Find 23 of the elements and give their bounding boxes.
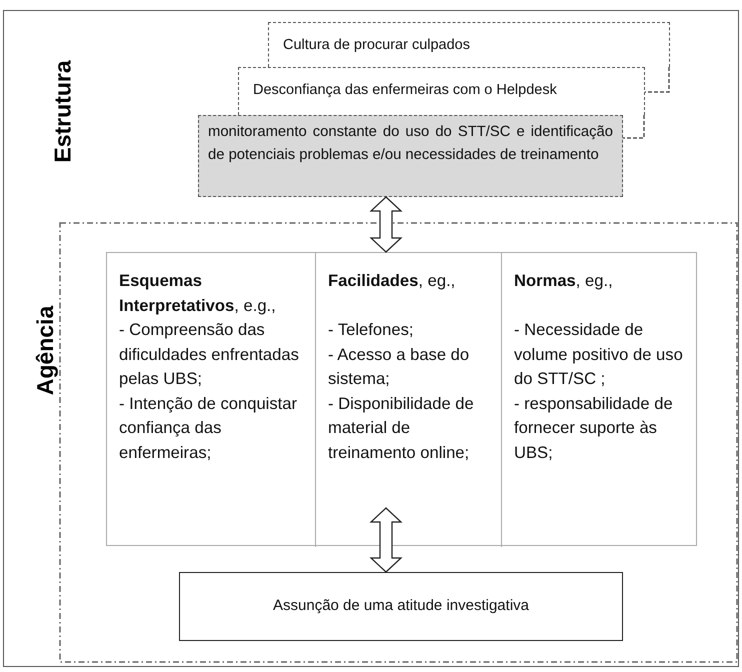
- shaded-box: [198, 115, 623, 197]
- section-label: Estrutura: [50, 60, 77, 163]
- double-arrow: [369, 507, 403, 573]
- box-text: Assunção de uma atitude investigativa: [272, 596, 530, 616]
- list-item: - responsabilidade de fornecer suporte às UBS;: [514, 392, 674, 464]
- list-item: - Telefones;: [328, 319, 414, 341]
- dashed-box: [238, 67, 645, 115]
- list-item: - Intenção de conquistar confiança das enfermeiras;: [119, 392, 298, 464]
- double-arrow: [369, 196, 403, 253]
- outcome-box: [179, 572, 623, 641]
- list-item: - Acesso a base do sistema;: [328, 344, 470, 390]
- table-box: [106, 252, 697, 546]
- column-heading: Facilidades, eg.,: [328, 270, 456, 292]
- box-text: Cultura de procurar culpados: [283, 37, 471, 53]
- box-text: Desconfiança das enfermeiras com o Helpdesk: [253, 82, 558, 98]
- list-item: - Necessidade de volume positivo de uso do STT/SC ;: [514, 319, 684, 390]
- column-heading: Normas, eg.,: [514, 270, 614, 292]
- box-text: monitoramento constante do uso do STT/SC e identificação de potenciais problemas e/ou necessidades de treinamento: [208, 123, 613, 165]
- column-heading: Esquemas Interpretativos, e.g.,: [119, 270, 277, 316]
- dashed-box: [268, 22, 670, 67]
- section-label: Agência: [32, 306, 60, 396]
- list-item: - Compreensão das dificuldades enfrentadas pelas UBS;: [119, 319, 300, 390]
- list-item: - Disponibilidade de material de treinamento online;: [328, 392, 475, 464]
